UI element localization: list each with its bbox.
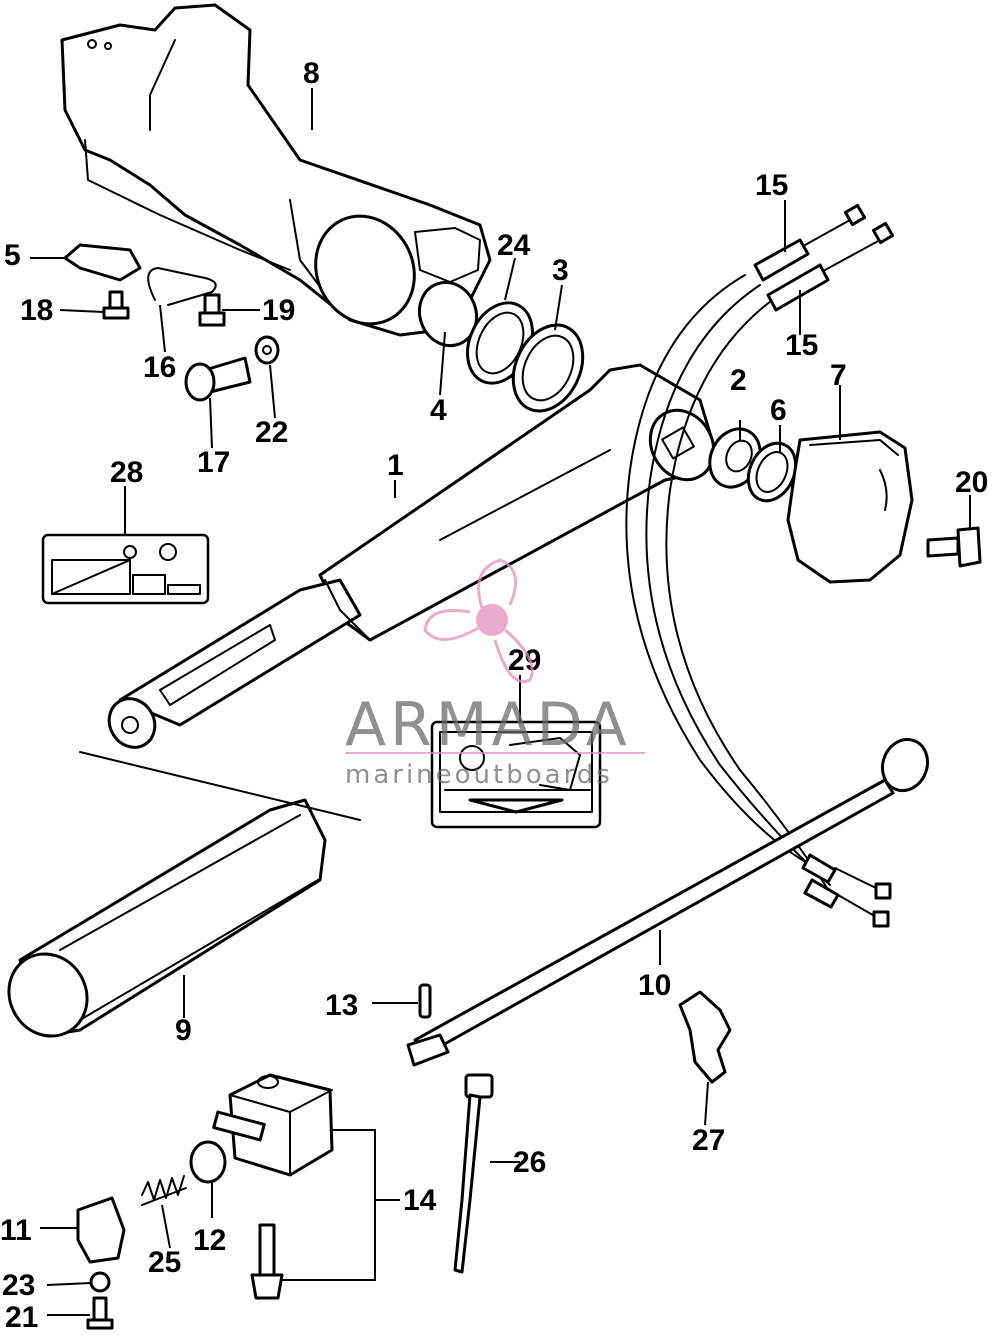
part-29-label[interactable] (430, 720, 602, 829)
callout-15-top: 15 (755, 169, 788, 202)
part-15-cable-end-upper[interactable] (753, 203, 867, 282)
callout-10: 10 (638, 969, 671, 1002)
callout-18: 18 (20, 294, 53, 327)
propeller-logo-icon (423, 558, 534, 683)
watermark-divider (345, 752, 645, 754)
part-1-tiller-arm[interactable] (100, 363, 726, 756)
part-13-pin[interactable] (418, 983, 432, 1019)
watermark-tagline: marineoutboards (345, 760, 613, 790)
leader-lines (30, 88, 971, 1316)
watermark-brand: ARMADA (345, 690, 631, 760)
callout-24: 24 (497, 229, 531, 262)
callout-7: 7 (830, 359, 847, 392)
part-10-throttle-rod[interactable] (406, 733, 935, 1067)
callout-2: 2 (730, 364, 747, 397)
part-19-screw[interactable] (198, 293, 226, 327)
part-16-spring-clip[interactable] (147, 267, 217, 306)
callout-22: 22 (255, 416, 288, 449)
callout-1: 1 (387, 449, 404, 482)
part-14-friction-block[interactable] (212, 1073, 334, 1177)
part-9-grip[interactable] (0, 798, 327, 1050)
assembly-line-grip (79, 751, 361, 821)
part-28-label[interactable] (41, 533, 210, 605)
part-20-bolt[interactable] (926, 526, 982, 568)
callout-25: 25 (148, 1246, 181, 1279)
part-23-lock-washer[interactable] (89, 1271, 111, 1293)
part-11-knob[interactable] (76, 1196, 126, 1264)
callout-17: 17 (197, 446, 230, 479)
part-3-washer[interactable] (500, 314, 596, 423)
part-6-washer-inner (755, 451, 789, 493)
part-17-pin[interactable] (184, 356, 252, 402)
part-15-cable-ends-far (801, 853, 892, 928)
callout-23: 23 (2, 1269, 35, 1302)
part-25-spring-base (141, 1187, 187, 1206)
callout-26: 26 (513, 1146, 546, 1179)
part-18-screw[interactable] (102, 290, 130, 320)
throttle-cables (625, 274, 836, 901)
callout-5: 5 (4, 239, 21, 272)
callout-13: 13 (325, 989, 358, 1022)
watermark: ARMADA marineoutboards (345, 558, 645, 790)
callout-15-bottom: 15 (785, 329, 818, 362)
part-2-bushing-inner (725, 439, 753, 473)
callout-19: 19 (262, 294, 295, 327)
callout-11: 11 (0, 1214, 32, 1247)
callout-27: 27 (692, 1124, 725, 1157)
callout-6: 6 (770, 394, 787, 427)
callout-14: 14 (403, 1184, 437, 1217)
part-22-washer[interactable] (254, 335, 280, 365)
part-22-washer-hole (262, 345, 272, 355)
callout-8: 8 (303, 57, 320, 90)
callout-20: 20 (955, 466, 988, 499)
callout-28: 28 (110, 456, 143, 489)
part-27-clip[interactable] (678, 990, 732, 1084)
callout-9: 9 (175, 1014, 192, 1047)
part-7-end-cover[interactable] (786, 430, 914, 584)
part-15-cable-end-lower[interactable] (766, 221, 895, 312)
callout-16: 16 (143, 351, 176, 384)
part-12-retainer[interactable] (189, 1140, 227, 1184)
callout-4: 4 (430, 394, 447, 427)
callout-3: 3 (552, 254, 569, 287)
part-5-plate[interactable] (63, 243, 142, 282)
part-3-washer-inner (521, 334, 575, 402)
part-14-bolt[interactable] (250, 1223, 284, 1300)
part-26-cable-tie[interactable] (453, 1073, 494, 1274)
callout-21: 21 (5, 1301, 38, 1334)
part-8-steering-bracket[interactable] (60, 3, 492, 354)
callouts: 1 2 3 4 5 6 7 8 9 10 11 12 13 14 15 15 1… (0, 57, 988, 1334)
part-21-screw[interactable] (86, 1296, 114, 1330)
callout-12: 12 (193, 1224, 226, 1257)
